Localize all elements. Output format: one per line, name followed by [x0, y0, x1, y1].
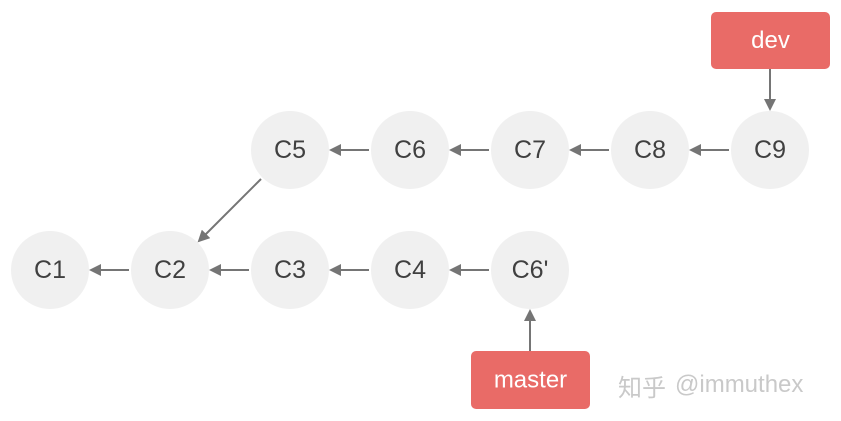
commit-circle	[611, 111, 689, 189]
commit-circle	[251, 231, 329, 309]
commit-node-c3: C3	[251, 231, 329, 309]
commit-label: C6	[394, 136, 426, 164]
commit-node-c4: C4	[371, 231, 449, 309]
commit-circle	[11, 231, 89, 309]
commit-edges	[89, 144, 729, 276]
commit-nodes: C1 C2 C3 C4 C6' C5 C6 C7 C8 C9	[11, 111, 809, 309]
edge-c5-to-c2	[197, 178, 262, 243]
commit-node-c9: C9	[731, 111, 809, 189]
commit-circle	[491, 231, 569, 309]
branch-label: master	[494, 367, 567, 394]
commit-label: C1	[34, 256, 66, 284]
commit-node-c5: C5	[251, 111, 329, 189]
commit-node-c6p: C6'	[491, 231, 569, 309]
watermark: 知乎 @immuthex	[618, 367, 833, 403]
commit-label: C3	[274, 256, 306, 284]
watermark-platform: 知乎	[618, 373, 666, 402]
commit-circle	[251, 111, 329, 189]
commit-label: C2	[154, 256, 186, 284]
commit-label: C4	[394, 256, 426, 284]
commit-label: C5	[274, 136, 306, 164]
branch-dev: dev	[711, 12, 830, 111]
commit-circle	[731, 111, 809, 189]
branch-box	[471, 351, 590, 409]
commit-node-c6: C6	[371, 111, 449, 189]
branch-labels: dev master	[471, 12, 830, 409]
branch-master: master	[471, 309, 590, 409]
commit-node-c1: C1	[11, 231, 89, 309]
branch-box	[711, 12, 830, 69]
commit-circle	[131, 231, 209, 309]
watermark-handle: @immuthex	[675, 371, 804, 398]
commit-label: C8	[634, 136, 666, 164]
commit-node-c7: C7	[491, 111, 569, 189]
branch-label: dev	[751, 27, 790, 54]
commit-label: C9	[754, 136, 786, 164]
commit-circle	[371, 111, 449, 189]
commit-label: C7	[514, 136, 546, 164]
commit-circle	[491, 111, 569, 189]
commit-circle	[371, 231, 449, 309]
commit-node-c8: C8	[611, 111, 689, 189]
commit-label: C6'	[512, 256, 549, 284]
commit-node-c2: C2	[131, 231, 209, 309]
